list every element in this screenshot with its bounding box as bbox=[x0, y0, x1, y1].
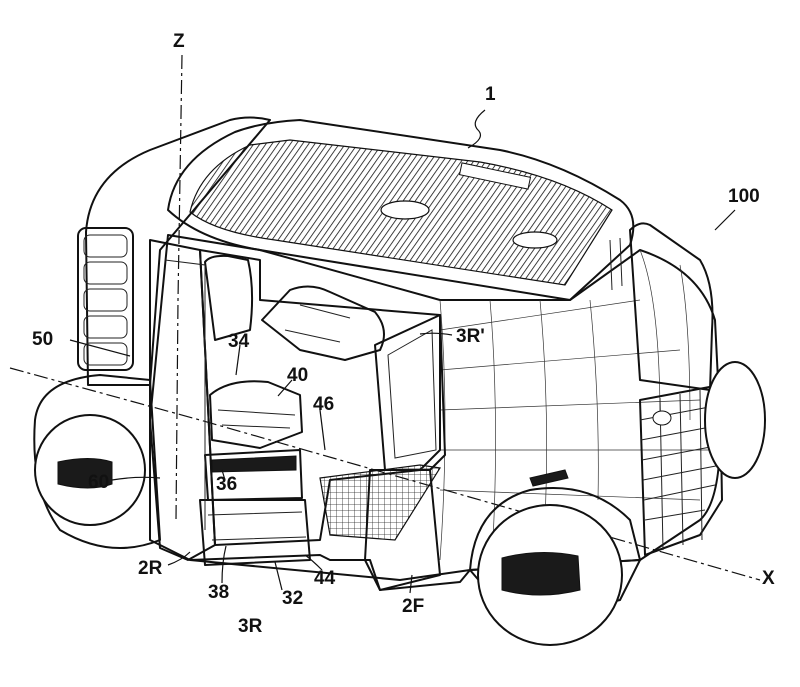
z-axis-line bbox=[175, 54, 183, 521]
door-opening bbox=[199, 249, 441, 546]
rear-light-panel bbox=[77, 227, 134, 371]
body-contours bbox=[439, 249, 710, 561]
leader-lines bbox=[69, 109, 736, 594]
label-3r: 3R bbox=[238, 616, 263, 637]
label-32: 32 bbox=[282, 588, 303, 609]
jump-seat-detail bbox=[217, 409, 296, 429]
label-38: 38 bbox=[208, 582, 229, 603]
label-2f: 2F bbox=[402, 596, 424, 617]
label-2r: 2R bbox=[138, 558, 163, 579]
label-44: 44 bbox=[314, 568, 336, 589]
door-2f bbox=[364, 469, 441, 591]
front-window bbox=[629, 222, 714, 391]
front-wheel-hubcap bbox=[501, 551, 581, 596]
lower-door-ramp bbox=[199, 499, 311, 566]
label-36: 36 bbox=[216, 474, 237, 495]
door-2r bbox=[149, 239, 216, 561]
rear-body bbox=[85, 116, 271, 386]
rear-seat bbox=[204, 254, 254, 341]
roof-lights bbox=[380, 162, 558, 249]
label-46: 46 bbox=[313, 394, 334, 415]
label-x: X bbox=[762, 568, 775, 589]
door-3r-prime bbox=[374, 314, 446, 471]
label-60: 60 bbox=[88, 472, 109, 493]
ramp-detail bbox=[207, 511, 307, 541]
door-3r-prime-window bbox=[387, 329, 437, 459]
label-z: Z bbox=[173, 31, 185, 52]
label-50: 50 bbox=[32, 329, 53, 350]
label-34: 34 bbox=[228, 331, 250, 352]
step-tread bbox=[211, 455, 297, 473]
side-step-lamp bbox=[529, 469, 569, 487]
door-2r-frame bbox=[164, 259, 206, 530]
far-wheel bbox=[704, 361, 766, 479]
label-100: 100 bbox=[728, 186, 760, 207]
interior-step bbox=[204, 449, 303, 501]
front-seat bbox=[261, 285, 385, 361]
lower-sill bbox=[189, 554, 641, 591]
front-pillar bbox=[609, 237, 623, 291]
rear-wheel-hubcap bbox=[57, 458, 113, 489]
front-seat-detail bbox=[284, 304, 351, 343]
front-grille bbox=[639, 384, 723, 556]
jump-seat bbox=[209, 380, 303, 449]
label-40: 40 bbox=[287, 365, 308, 386]
label-1: 1 bbox=[485, 84, 496, 105]
label-3r-prime: 3R' bbox=[456, 326, 485, 347]
floor-grid bbox=[319, 464, 441, 541]
